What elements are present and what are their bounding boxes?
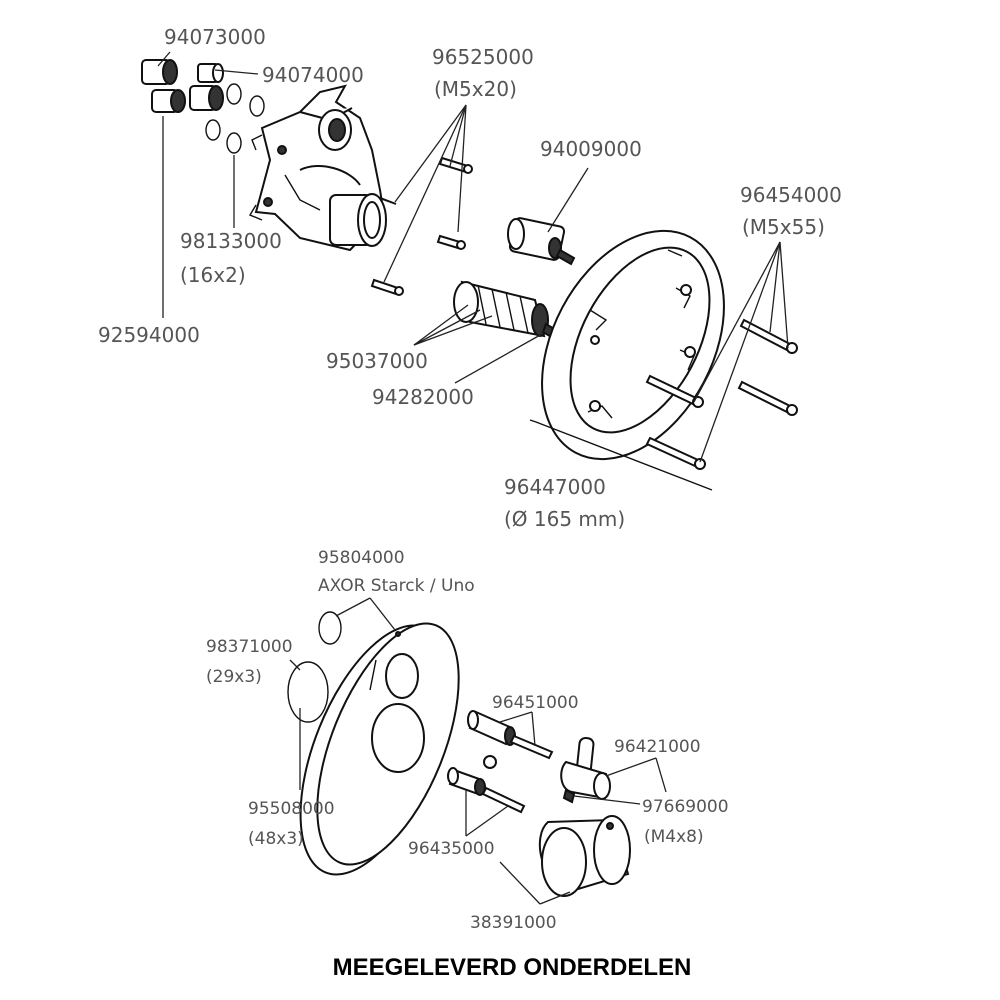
label-95804000-desc: AXOR Starck / Uno: [318, 576, 475, 596]
label-96525000-size: (M5x20): [434, 77, 517, 101]
label-98133000-size: (16x2): [180, 263, 246, 287]
label-96447000: 96447000: [504, 475, 606, 499]
insert-94074000-drawing: [189, 63, 224, 111]
label-95508000: 95508000: [248, 799, 335, 819]
screws-96525000-drawing: [370, 156, 473, 296]
label-95037000: 95037000: [326, 349, 428, 373]
label-95804000: 95804000: [318, 548, 405, 568]
label-97669000: 97669000: [642, 797, 729, 817]
cover-plate-95804000-drawing: [299, 622, 460, 876]
label-94282000: 94282000: [372, 385, 474, 409]
label-96454000-size: (M5x55): [742, 215, 825, 239]
extension-96435000-drawing: [447, 767, 526, 814]
label-98133000: 98133000: [180, 229, 282, 253]
label-92594000: 92594000: [98, 323, 200, 347]
label-96454000: 96454000: [740, 183, 842, 207]
label-94074000: 94074000: [262, 63, 364, 87]
label-98371000: 98371000: [206, 637, 293, 657]
extension-96451000-drawing: [467, 710, 554, 769]
screws-96454000-drawing: [645, 318, 798, 470]
label-94009000: 94009000: [540, 137, 642, 161]
label-96447000-size: (Ø 165 mm): [504, 507, 625, 531]
upper-leader-lines: [157, 51, 789, 463]
label-96421000: 96421000: [614, 737, 701, 757]
insert-94073000-drawing: [141, 59, 186, 113]
mounting-ring-96447000-drawing: [529, 229, 725, 491]
label-96525000: 96525000: [432, 45, 534, 69]
o-rings-98133000-drawing: [205, 83, 265, 154]
label-98371000-size: (29x3): [206, 667, 262, 687]
label-97669000-size: (M4x8): [644, 827, 704, 847]
lower-leader-lines: [289, 597, 667, 905]
o-ring-95508000-drawing: [287, 661, 329, 723]
cartridge-94009000-drawing: [507, 217, 576, 266]
label-96451000: 96451000: [492, 693, 579, 713]
label-95508000-size: (48x3): [248, 829, 304, 849]
knob-38391000-drawing: [538, 815, 631, 897]
label-96435000: 96435000: [408, 839, 495, 859]
thermo-cartridge-drawing: [453, 280, 558, 340]
handle-96421000-drawing: [560, 736, 611, 804]
label-94073000: 94073000: [164, 25, 266, 49]
o-ring-98371000-drawing: [318, 611, 342, 645]
footer-title: MEEGELEVERD ONDERDELEN: [333, 954, 692, 981]
valve-body-drawing: [248, 84, 387, 252]
label-38391000: 38391000: [470, 913, 557, 933]
